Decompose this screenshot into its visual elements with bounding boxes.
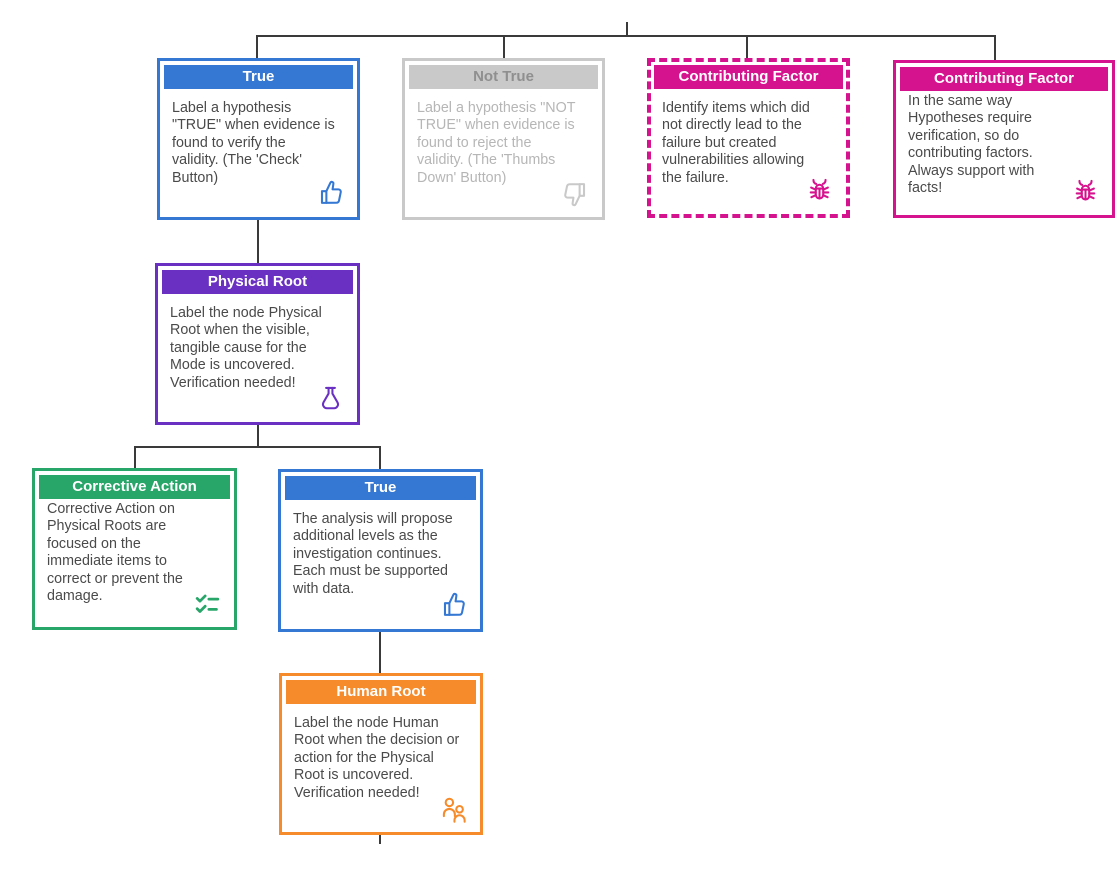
node-analysis-true[interactable]: True The analysis will propose additiona… xyxy=(278,469,483,632)
node-contributing-factor-unverified[interactable]: Contributing Factor Identify items which… xyxy=(647,58,850,218)
connector xyxy=(256,36,258,58)
node-corrective-action[interactable]: Corrective Action Corrective Action on P… xyxy=(32,468,237,630)
checklist-icon xyxy=(191,587,224,620)
node-title: Contributing Factor xyxy=(900,67,1108,91)
connector xyxy=(256,35,996,37)
node-title: Physical Root xyxy=(162,270,353,294)
node-human-root[interactable]: Human Root Label the node Human Root whe… xyxy=(279,673,483,835)
bug-icon xyxy=(803,174,836,207)
node-body: Corrective Action on Physical Roots are … xyxy=(47,501,183,605)
connector xyxy=(257,425,259,448)
flask-icon xyxy=(314,382,347,415)
node-title: Human Root xyxy=(286,680,476,704)
node-body: Label the node Physical Root when the vi… xyxy=(170,305,322,391)
node-title: True xyxy=(164,65,353,89)
connector xyxy=(746,36,748,58)
connector xyxy=(379,632,381,673)
node-body: Label a hypothesis "TRUE" when evidence … xyxy=(172,100,335,186)
users-icon xyxy=(437,792,470,825)
connector xyxy=(134,446,381,448)
node-title: Contributing Factor xyxy=(654,65,843,89)
thumbs-up-icon xyxy=(437,589,470,622)
connector xyxy=(379,447,381,469)
node-contributing-factor-verified[interactable]: Contributing Factor In the same way Hypo… xyxy=(893,60,1115,218)
node-physical-root[interactable]: Physical Root Label the node Physical Ro… xyxy=(155,263,360,425)
thumbs-down-icon xyxy=(559,177,592,210)
node-title: Corrective Action xyxy=(39,475,230,499)
node-body: Identify items which did not directly le… xyxy=(662,100,810,186)
connector xyxy=(626,22,628,36)
node-title: Not True xyxy=(409,65,598,89)
node-hypothesis-true[interactable]: True Label a hypothesis "TRUE" when evid… xyxy=(157,58,360,220)
bug-icon xyxy=(1069,175,1102,208)
connector xyxy=(134,447,136,468)
node-body: The analysis will propose additional lev… xyxy=(293,511,453,597)
node-body: In the same way Hypotheses require verif… xyxy=(908,93,1035,197)
connector xyxy=(257,220,259,263)
node-hypothesis-not-true[interactable]: Not True Label a hypothesis "NOT TRUE" w… xyxy=(402,58,605,220)
connector xyxy=(994,36,996,60)
node-body: Label the node Human Root when the decis… xyxy=(294,715,460,801)
node-body: Label a hypothesis "NOT TRUE" when evide… xyxy=(417,100,576,186)
node-title: True xyxy=(285,476,476,500)
thumbs-up-icon xyxy=(314,177,347,210)
connector xyxy=(503,36,505,58)
connector xyxy=(379,835,381,844)
